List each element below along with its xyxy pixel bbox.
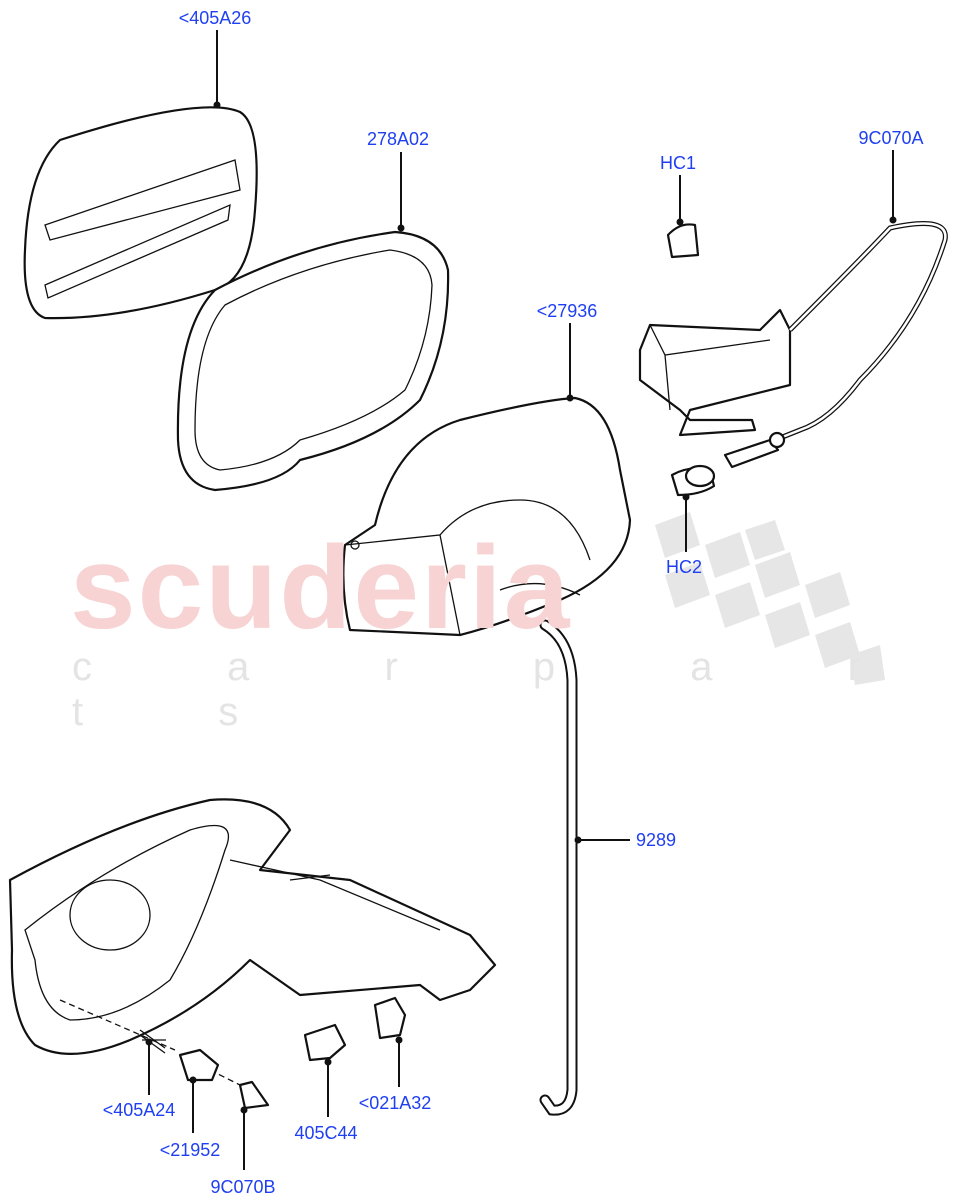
filler-housing[interactable] [342, 396, 632, 637]
callout-405A24[interactable]: <405A24 [102, 1100, 176, 1120]
clip-hc1[interactable] [666, 223, 700, 259]
drain-tube[interactable] [539, 619, 578, 1116]
leader-lines [145, 30, 897, 1170]
flap-actuator[interactable] [638, 308, 792, 437]
filler-pocket-body[interactable] [8, 798, 497, 1055]
flap-seal[interactable] [176, 230, 450, 492]
callout-9289[interactable]: 9289 [635, 830, 677, 850]
connector-405C44[interactable] [303, 1023, 347, 1062]
grommet-hc2[interactable] [670, 464, 716, 497]
callout-021A32[interactable]: <021A32 [358, 1093, 432, 1113]
callout-9C070B[interactable]: 9C070B [210, 1177, 276, 1197]
callout-405C44[interactable]: 405C44 [294, 1123, 358, 1143]
callout-9C070A[interactable]: 9C070A [858, 128, 924, 148]
spring[interactable] [139, 1029, 166, 1054]
callout-21952[interactable]: <21952 [159, 1140, 221, 1160]
callout-27936[interactable]: <27936 [536, 301, 598, 321]
callout-HC1[interactable]: HC1 [659, 153, 697, 173]
callout-HC2[interactable]: HC2 [665, 557, 703, 577]
connector-021A32[interactable] [373, 996, 407, 1040]
checkered-flag-watermark [655, 512, 885, 685]
release-cable[interactable] [774, 221, 948, 443]
callout-405A26[interactable]: <405A26 [178, 8, 252, 28]
latch-21952[interactable] [178, 1048, 220, 1082]
cable-end-fitting[interactable] [723, 431, 786, 469]
callout-278A02[interactable]: 278A02 [366, 129, 430, 149]
bracket-9C070B[interactable] [238, 1080, 270, 1110]
